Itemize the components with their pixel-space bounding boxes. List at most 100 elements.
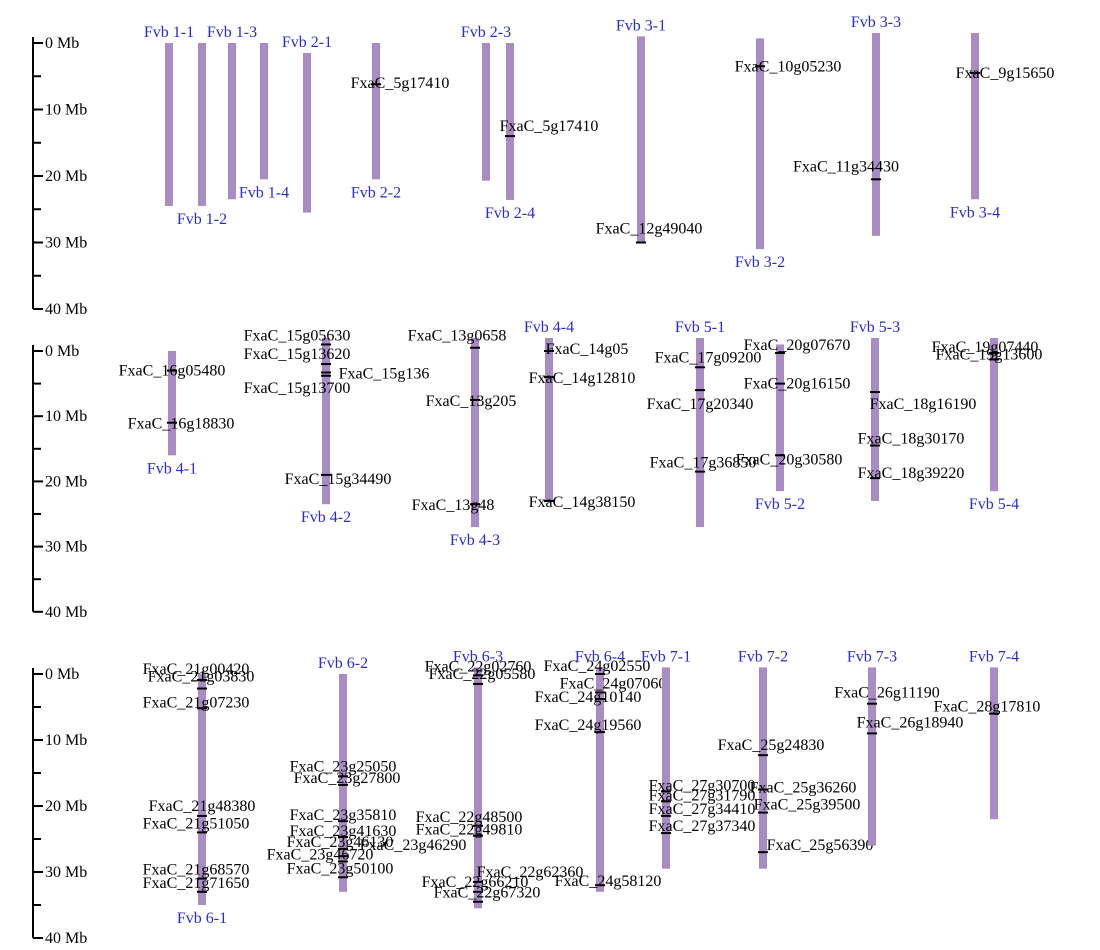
chromosome-bar bbox=[662, 667, 670, 869]
chromosome-label: Fvb 1-3 bbox=[207, 24, 257, 41]
gene-label: FxaC_20g16150 bbox=[744, 376, 851, 393]
chromosome-bar bbox=[637, 36, 645, 243]
gene-label: FxaC_26g18940 bbox=[857, 714, 964, 731]
axis-tick-label: 30 Mb bbox=[45, 864, 87, 881]
gene-label: FxaC_18g16190 bbox=[870, 396, 977, 413]
chromosome-bar bbox=[303, 52, 311, 213]
gene-label: FxaC_17g36850 bbox=[650, 455, 757, 472]
chromosome-label: Fvb 7-1 bbox=[641, 648, 691, 665]
gene-label: FxaC_24g07060 bbox=[560, 675, 667, 692]
gene-label: FxaC_23g46290 bbox=[360, 837, 467, 854]
chromosome-label: Fvb 4-1 bbox=[147, 460, 197, 477]
gene-label: FxaC_20g07670 bbox=[744, 337, 851, 354]
gene-label: FxaC_22g05580 bbox=[429, 666, 536, 683]
gene-label: FxaC_24g10140 bbox=[535, 689, 642, 706]
gene-label: FxaC_21g48380 bbox=[149, 798, 256, 815]
chromosome-label: Fvb 5-1 bbox=[675, 319, 725, 336]
chromosome-label: Fvb 3-3 bbox=[851, 14, 901, 31]
chromosome-bar bbox=[545, 337, 553, 501]
chromosome-bar bbox=[322, 337, 330, 505]
gene-label: FxaC_15g13700 bbox=[244, 380, 351, 397]
gene-label: FxaC_9g15650 bbox=[956, 65, 1055, 82]
gene-label: FxaC_5g17410 bbox=[351, 75, 450, 92]
chromosome-label: Fvb 6-2 bbox=[318, 655, 368, 672]
chromosome-bar bbox=[759, 667, 767, 869]
gene-label: FxaC_11g34430 bbox=[793, 158, 899, 175]
gene-label: FxaC_14g05 bbox=[546, 341, 629, 358]
chromosome-label: Fvb 4-3 bbox=[450, 532, 500, 549]
chromosome-bar bbox=[339, 674, 347, 892]
axis-tick-label: 10 Mb bbox=[45, 408, 87, 425]
axis-tick-label: 30 Mb bbox=[45, 539, 87, 556]
gene-label: FxaC_19g07440 bbox=[932, 339, 1039, 356]
gene-label: FxaC_23g46720 bbox=[267, 846, 374, 863]
chromosome-label: Fvb 2-1 bbox=[282, 34, 332, 51]
gene-label: FxaC_24g19560 bbox=[535, 717, 642, 734]
chromosome-bar bbox=[474, 667, 482, 909]
gene-label: FxaC_12g49040 bbox=[596, 221, 703, 238]
gene-label: FxaC_19g13600 bbox=[936, 346, 1043, 363]
gene-label: FxaC_22g49810 bbox=[416, 822, 523, 839]
gene-label: FxaC_22g62360 bbox=[477, 864, 584, 881]
gene-label: FxaC_23g35810 bbox=[290, 807, 397, 824]
gene-label: FxaC_22g02760 bbox=[425, 658, 532, 675]
gene-label: FxaC_15g13620 bbox=[244, 346, 351, 363]
chromosome-label: Fvb 4-2 bbox=[301, 509, 351, 526]
gene-label: FxaC_23g25050 bbox=[290, 758, 397, 775]
gene-label: FxaC_27g37340 bbox=[649, 818, 756, 835]
chromosome-label: Fvb 5-2 bbox=[755, 496, 805, 513]
gene-label: FxaC_23g27800 bbox=[294, 770, 401, 787]
chromosome-bar bbox=[756, 38, 764, 250]
chromosome-bar bbox=[198, 43, 206, 206]
chromosome-label: Fvb 3-1 bbox=[616, 17, 666, 34]
gene-label: FxaC_27g30700 bbox=[649, 777, 756, 794]
chromosome-bar bbox=[776, 344, 784, 492]
chromosome-bar bbox=[990, 337, 998, 492]
chromosome-label: Fvb 1-1 bbox=[144, 24, 194, 41]
chromosome-label: Fvb 6-4 bbox=[575, 648, 625, 665]
axis-tick-label: 30 Mb bbox=[45, 235, 87, 252]
gene-label: FxaC_21g68570 bbox=[143, 862, 250, 879]
axis-tick-label: 40 Mb bbox=[45, 301, 87, 318]
gene-label: FxaC_22g67320 bbox=[434, 885, 541, 902]
gene-label: FxaC_15g136 bbox=[339, 366, 430, 383]
gene-label: FxaC_26g11190 bbox=[834, 685, 939, 702]
chromosome-label: Fvb 3-2 bbox=[735, 254, 785, 271]
chromosome-bar bbox=[260, 43, 268, 180]
axis-tick-label: 20 Mb bbox=[45, 473, 87, 490]
gene-label: FxaC_16g18830 bbox=[128, 416, 235, 433]
chromosome-label: Fvb 6-1 bbox=[177, 910, 227, 927]
chromosome-bar bbox=[872, 33, 880, 236]
chromosome-bar bbox=[165, 43, 173, 206]
chromosome-bar bbox=[990, 667, 998, 820]
gene-label: FxaC_13g48 bbox=[412, 497, 495, 514]
chromosome-bar bbox=[198, 674, 206, 905]
gene-label: FxaC_27g31790 bbox=[649, 787, 756, 804]
gene-label: FxaC_13g0658 bbox=[408, 328, 507, 345]
gene-label: FxaC_24g02550 bbox=[544, 658, 651, 675]
gene-label: FxaC_18g30170 bbox=[858, 431, 965, 448]
chromosome-label: Fvb 4-4 bbox=[524, 319, 574, 336]
chromosome-bar bbox=[596, 667, 604, 892]
chromosome-bar bbox=[168, 351, 176, 456]
chromosome-label: Fvb 2-2 bbox=[351, 184, 401, 201]
chromosome-bar bbox=[506, 43, 514, 200]
gene-label: FxaC_22g48500 bbox=[416, 809, 523, 826]
chromosome-bar bbox=[482, 43, 490, 181]
gene-label: FxaC_23g41630 bbox=[290, 823, 397, 840]
chromosome-label: Fvb 3-4 bbox=[950, 204, 1000, 221]
chromosome-label: Fvb 5-4 bbox=[969, 496, 1019, 513]
gene-label: FxaC_14g38150 bbox=[529, 494, 636, 511]
gene-label: FxaC_23g46130 bbox=[287, 834, 394, 851]
gene-label: FxaC_15g05630 bbox=[244, 327, 351, 344]
gene-label: FxaC_21g07230 bbox=[143, 694, 250, 711]
gene-label: FxaC_5g17410 bbox=[500, 118, 599, 135]
axis-tick-label: 20 Mb bbox=[45, 798, 87, 815]
chromosome-label: Fvb 5-3 bbox=[850, 319, 900, 336]
chromosome-label: Fvb 7-4 bbox=[969, 648, 1019, 665]
axis-tick-label: 0 Mb bbox=[45, 343, 79, 360]
chromosome-bar bbox=[228, 43, 236, 200]
gene-label: FxaC_24g58120 bbox=[555, 873, 662, 890]
chromosome-label: Fvb 6-3 bbox=[453, 648, 503, 665]
